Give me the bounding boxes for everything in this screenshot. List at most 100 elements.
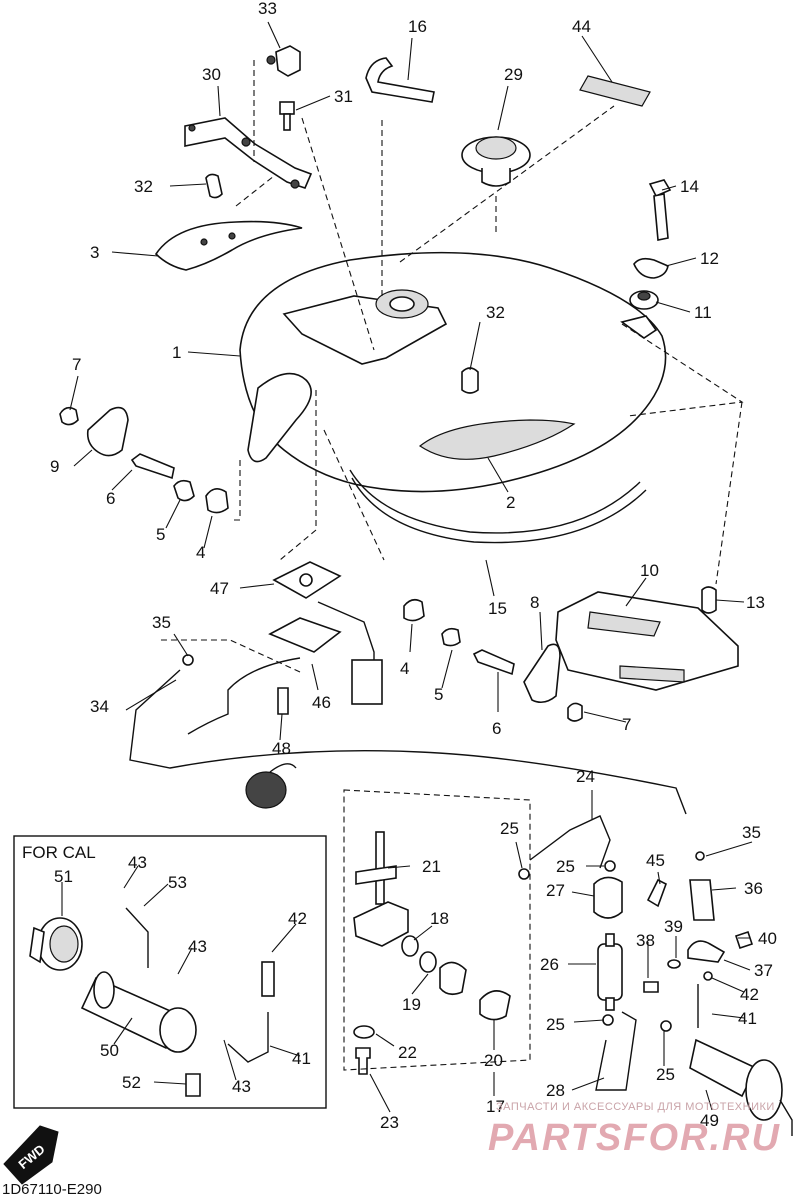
callout-25c: 25 <box>546 1015 565 1034</box>
part-24-hose <box>529 815 611 869</box>
callout-50: 50 <box>100 1041 119 1060</box>
part-22-washer <box>353 1025 375 1039</box>
part-5-collar-left <box>173 479 195 502</box>
part-34-hose <box>129 669 687 815</box>
part-20-plate <box>479 990 511 1021</box>
part-3-emblem <box>154 220 303 271</box>
part-11-bushing <box>629 290 659 310</box>
watermark-tagline: ЗАПЧАСТИ И АКСЕССУАРЫ ДЛЯ МОТОТЕХНИКИ <box>496 1101 775 1113</box>
callout-5b: 5 <box>434 685 443 704</box>
part-48-screw <box>277 687 289 715</box>
part-45-bracket <box>646 878 667 908</box>
callout-12: 12 <box>700 249 719 268</box>
part-23-bolt <box>355 1047 371 1075</box>
callout-17: 17 <box>486 1097 505 1116</box>
callout-40: 40 <box>758 929 777 948</box>
part-9-bracket <box>86 406 129 457</box>
part-29-filler-cap <box>461 136 531 187</box>
part-4-damper-right <box>403 598 425 622</box>
assembly-lines <box>160 60 744 1071</box>
part-14-bolt <box>648 179 672 241</box>
part-52-bolt <box>185 1073 201 1097</box>
part-10-tank-cover <box>555 591 739 691</box>
part-drawings <box>59 45 793 1136</box>
part-25-clamp-d <box>660 1020 672 1032</box>
part-36-fitting <box>689 879 715 921</box>
callout-37: 37 <box>754 961 773 980</box>
callout-31: 31 <box>334 87 353 106</box>
callout-15: 15 <box>488 599 507 618</box>
callout-7a: 7 <box>72 355 81 374</box>
callout-5a: 5 <box>156 525 165 544</box>
callout-34: 34 <box>90 697 109 716</box>
callout-41b: 41 <box>292 1049 311 1068</box>
part-6-bolt-right <box>472 649 515 676</box>
callout-7b: 7 <box>622 715 631 734</box>
part-33-clip <box>266 45 301 77</box>
callout-6b: 6 <box>492 719 501 738</box>
callout-49: 49 <box>700 1111 719 1130</box>
part-25-clamp-a <box>518 868 530 880</box>
callout-4b: 4 <box>400 659 409 678</box>
callout-26: 26 <box>540 955 559 974</box>
callout-22: 22 <box>398 1043 417 1062</box>
callout-29: 29 <box>504 65 523 84</box>
part-31-bolt <box>279 101 295 131</box>
part-25-clamp-b <box>604 860 616 872</box>
callout-44: 44 <box>572 17 591 36</box>
part-1-fuel-tank <box>239 251 667 544</box>
callout-36: 36 <box>744 879 763 898</box>
part-18-o-ring <box>401 935 419 957</box>
part-4-damper-left <box>205 488 229 514</box>
callout-27: 27 <box>546 881 565 900</box>
part-30-bracket <box>184 117 313 189</box>
callout-48: 48 <box>272 739 291 758</box>
part-19-washer <box>419 951 437 973</box>
part-26-fuel-filter <box>597 933 623 1011</box>
callout-8: 8 <box>530 593 539 612</box>
part-44-label <box>579 75 651 107</box>
callout-45: 45 <box>646 851 665 870</box>
part-42-pipe <box>261 961 275 997</box>
callout-38: 38 <box>636 931 655 950</box>
part-41-hose-inset <box>227 1012 269 1063</box>
part-28-hose <box>595 1011 637 1091</box>
callout-53: 53 <box>168 873 187 892</box>
fwd-arrow: FWD <box>3 1125 59 1185</box>
callout-9: 9 <box>50 457 59 476</box>
callout-43a: 43 <box>128 853 147 872</box>
callout-25b: 25 <box>556 857 575 876</box>
callout-14: 14 <box>680 177 699 196</box>
callout-35b: 35 <box>742 823 761 842</box>
callout-leaders <box>61 21 753 1113</box>
callout-6a: 6 <box>106 489 115 508</box>
callout-24: 24 <box>576 767 595 786</box>
part-21-fuel-cock <box>353 831 409 947</box>
part-12-plate <box>633 257 669 279</box>
callout-1: 1 <box>172 343 181 362</box>
callout-4a: 4 <box>196 543 205 562</box>
callout-23: 23 <box>380 1113 399 1132</box>
part-7-bolt-right <box>567 702 583 722</box>
callout-52: 52 <box>122 1073 141 1092</box>
callout-30: 30 <box>202 65 221 84</box>
part-19-lever <box>439 961 467 996</box>
part-16-band <box>365 57 435 103</box>
part-35-clip-left <box>182 654 194 666</box>
part-40-nut <box>734 930 754 950</box>
callout-19: 19 <box>402 995 421 1014</box>
callout-16: 16 <box>408 17 427 36</box>
part-7-bolt-left <box>59 406 79 426</box>
part-47-gasket <box>272 561 342 599</box>
part-32-grommet-right <box>461 367 479 394</box>
callout-11: 11 <box>694 303 712 322</box>
part-53-hose <box>125 907 149 968</box>
callout-10: 10 <box>640 561 659 580</box>
callout-43b: 43 <box>188 937 207 956</box>
part-35-clip-right <box>695 851 705 861</box>
callout-28: 28 <box>546 1081 565 1100</box>
callout-35a: 35 <box>152 613 171 632</box>
callout-20: 20 <box>484 1051 503 1070</box>
callout-13: 13 <box>746 593 765 612</box>
